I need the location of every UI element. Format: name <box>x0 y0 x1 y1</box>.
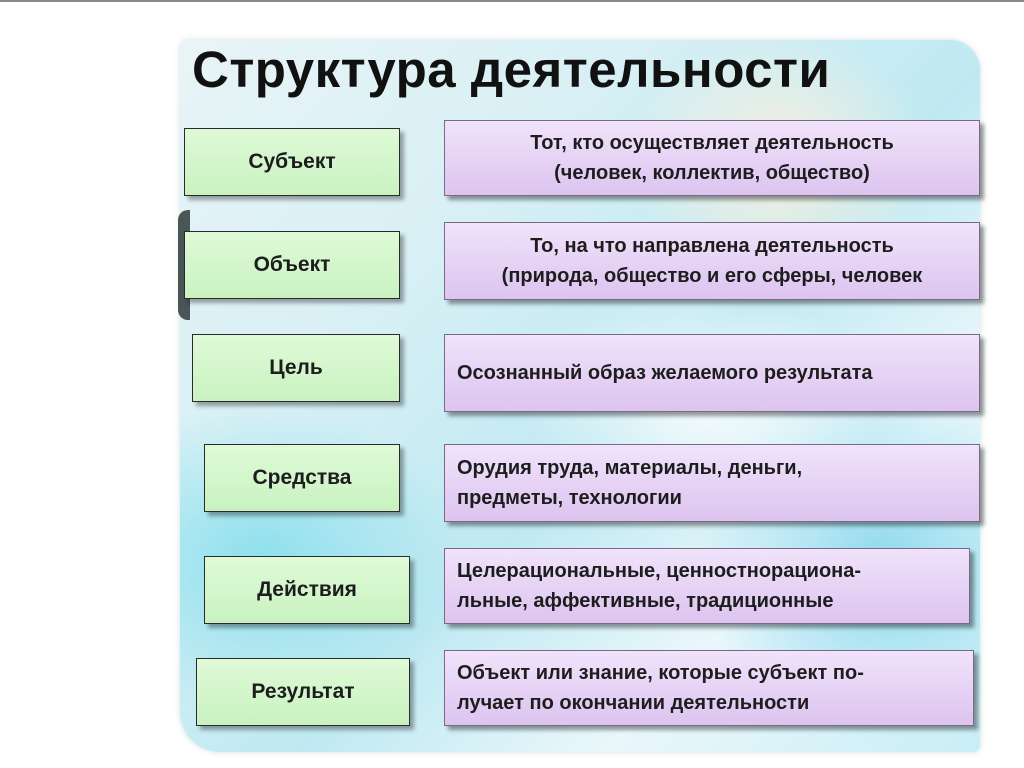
term-result: Результат <box>196 658 410 726</box>
term-label: Результат <box>251 680 355 703</box>
desc-line: предметы, технологии <box>457 487 682 509</box>
term-goal: Цель <box>192 334 400 402</box>
desc-line: То, на что направлена деятельность <box>530 235 894 257</box>
desc-line: льные, аффективные, традиционные <box>457 590 834 612</box>
desc-goal: Осознанный образ желаемого результата <box>444 334 980 412</box>
term-label: Действия <box>257 578 357 601</box>
desc-actions: Целерациональные, ценностнорациона- льны… <box>444 548 970 624</box>
term-subject: Субъект <box>184 128 400 196</box>
desc-object: То, на что направлена деятельность (прир… <box>444 222 980 300</box>
slide-title: Структура деятельности <box>192 41 831 98</box>
term-means: Средства <box>204 444 400 512</box>
desc-line: Тот, кто осуществляет деятельность <box>530 132 894 154</box>
desc-line: Целерациональные, ценностнорациона- <box>457 560 862 582</box>
desc-line: Объект или знание, которые субъект по- <box>457 662 864 684</box>
desc-line: (человек, коллектив, общество) <box>554 162 870 184</box>
term-label: Средства <box>252 466 352 489</box>
desc-means: Орудия труда, материалы, деньги, предмет… <box>444 444 980 522</box>
term-actions: Действия <box>204 556 410 624</box>
desc-line: лучает по окончании деятельности <box>457 692 810 714</box>
top-border-line <box>0 0 1024 2</box>
term-object: Объект <box>184 231 400 299</box>
term-label: Объект <box>253 253 331 276</box>
desc-line: (природа, общество и его сферы, человек <box>501 265 923 287</box>
desc-line: Осознанный образ желаемого результата <box>457 362 873 384</box>
term-label: Субъект <box>248 150 336 173</box>
term-label: Цель <box>269 356 323 379</box>
desc-line: Орудия труда, материалы, деньги, <box>457 457 803 479</box>
desc-result: Объект или знание, которые субъект по- л… <box>444 650 974 726</box>
desc-subject: Тот, кто осуществляет деятельность (чело… <box>444 120 980 196</box>
